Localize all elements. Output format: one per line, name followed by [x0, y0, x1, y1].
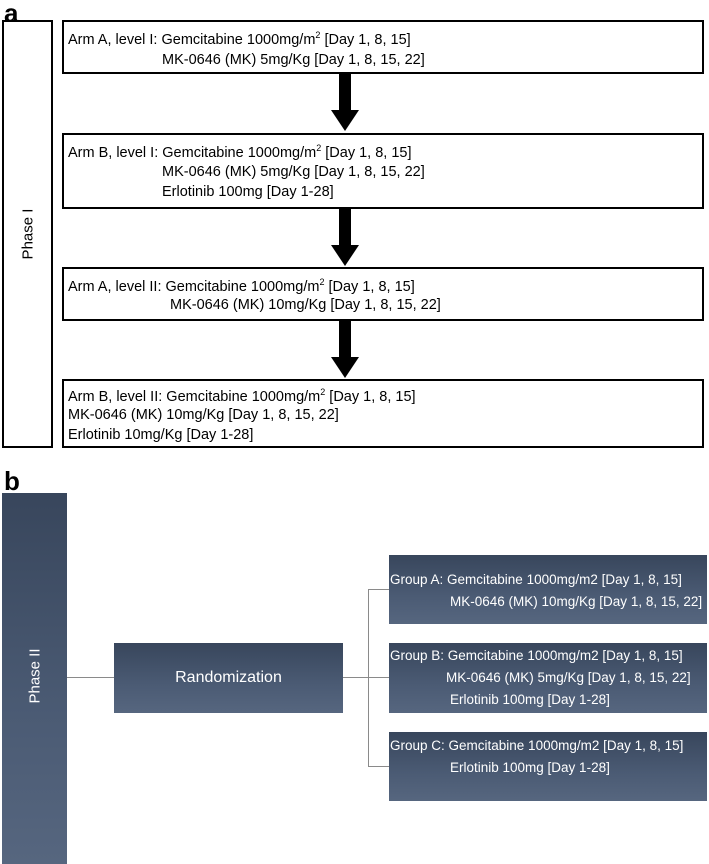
arm-box-line: Erlotinib 100mg [Day 1-28] [162, 184, 334, 200]
group-line: Erlotinib 100mg [Day 1-28] [450, 692, 610, 707]
phase-ii-label: Phase II [26, 648, 44, 704]
connector-randomization-to-bracket [343, 677, 368, 678]
phase-ii-bar [2, 493, 67, 864]
arm-box-line: MK-0646 (MK) 10mg/Kg [Day 1, 8, 15, 22] [68, 407, 339, 423]
group-a-box: Group A: Gemcitabine 1000mg/m2 [Day 1, 8… [389, 555, 707, 624]
arm-box-line: MK-0646 (MK) 5mg/Kg [Day 1, 8, 15, 22] [162, 164, 425, 180]
panel-b-label: b [4, 466, 20, 496]
arm-box-line: MK-0646 (MK) 5mg/Kg [Day 1, 8, 15, 22] [162, 52, 425, 68]
bracket-arm-b [368, 677, 389, 678]
down-arrow [331, 74, 359, 131]
connector-phase-to-randomization [67, 677, 114, 678]
arm-b-level-ii-box: Arm B, level II: Gemcitabine 1000mg/m2 [… [62, 379, 704, 448]
group-c-box: Group C: Gemcitabine 1000mg/m2 [Day 1, 8… [389, 732, 707, 801]
randomization-label: Randomization [175, 669, 282, 686]
arm-box-line: Arm A, level I: Gemcitabine 1000mg/m2 [D… [68, 30, 411, 48]
arm-a-level-ii-box: Arm A, level II: Gemcitabine 1000mg/m2 [… [62, 267, 704, 321]
phase-i-box [2, 20, 53, 448]
arm-a-level-i-box: Arm A, level I: Gemcitabine 1000mg/m2 [D… [62, 20, 704, 74]
group-line: MK-0646 (MK) 5mg/Kg [Day 1, 8, 15, 22] [446, 670, 691, 685]
arm-b-level-i-box: Arm B, level I: Gemcitabine 1000mg/m2 [D… [62, 133, 704, 209]
group-line: Erlotinib 100mg [Day 1-28] [450, 760, 610, 775]
arm-box-line: Arm A, level II: Gemcitabine 1000mg/m2 [… [68, 277, 415, 295]
group-line: Group B: Gemcitabine 1000mg/m2 [Day 1, 8… [390, 648, 683, 663]
phase-i-label: Phase I [19, 208, 37, 260]
arm-box-line: Erlotinib 10mg/Kg [Day 1-28] [68, 427, 254, 443]
down-arrow [331, 209, 359, 266]
group-b-box: Group B: Gemcitabine 1000mg/m2 [Day 1, 8… [389, 643, 707, 713]
randomization-box: Randomization [114, 643, 343, 713]
bracket-arm-a [368, 589, 389, 590]
bracket-arm-c [368, 766, 389, 767]
group-line: Group A: Gemcitabine 1000mg/m2 [Day 1, 8… [390, 572, 682, 587]
arm-box-line: Arm B, level II: Gemcitabine 1000mg/m2 [… [68, 387, 416, 405]
arm-box-line: MK-0646 (MK) 10mg/Kg [Day 1, 8, 15, 22] [170, 297, 441, 313]
panel-a-label: a [4, 0, 19, 28]
group-line: Group C: Gemcitabine 1000mg/m2 [Day 1, 8… [390, 738, 684, 753]
arm-box-line: Arm B, level I: Gemcitabine 1000mg/m2 [D… [68, 143, 412, 161]
group-line: MK-0646 (MK) 10mg/Kg [Day 1, 8, 15, 22] [450, 594, 703, 609]
down-arrow [331, 321, 359, 378]
